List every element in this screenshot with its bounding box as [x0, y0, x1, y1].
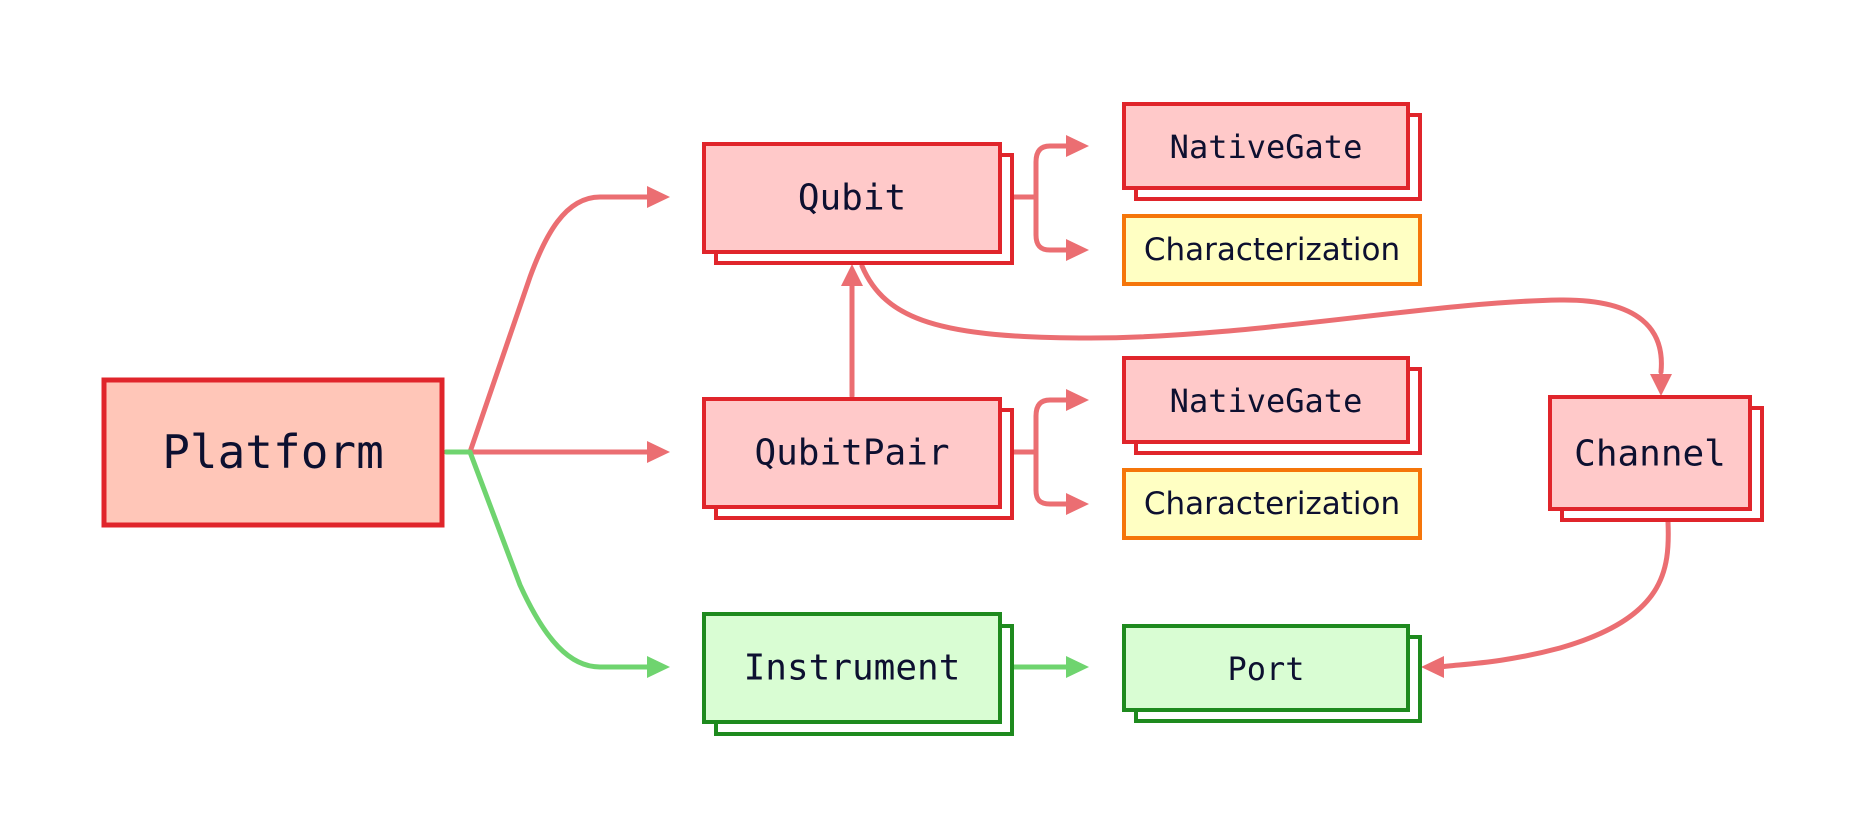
edge-channel-to-port [1437, 519, 1671, 670]
qubit-label: Qubit [798, 178, 906, 219]
node-pair-characterization: Characterization [1122, 468, 1422, 540]
edge-platform-to-instrument [443, 449, 653, 670]
arrowhead-qubitpair [647, 441, 670, 463]
pair-native-gate-label: NativeGate [1170, 382, 1363, 420]
node-platform: Platform [101, 377, 445, 528]
arrowhead-port-from-channel [1421, 656, 1444, 678]
node-pair-native-gate: NativeGate [1122, 356, 1422, 455]
node-instrument: Instrument [702, 612, 1014, 736]
arrowhead-port-from-instrument [1066, 656, 1089, 678]
node-qubit-characterization: Characterization [1122, 214, 1422, 286]
arrowhead-pair-characterization [1066, 493, 1089, 515]
arrowhead-qubit-characterization [1066, 239, 1089, 261]
edge-platform-to-qubit [467, 194, 653, 455]
arrowhead-instrument [647, 656, 670, 678]
node-qubit-pair: QubitPair [702, 397, 1014, 520]
arrowhead-pair-nativegate [1066, 389, 1089, 411]
arrowhead-qubit-nativegate [1066, 135, 1089, 157]
edge-qubit-bracket [1009, 143, 1071, 253]
edge-qubitpair-bracket [1009, 397, 1071, 507]
node-channel: Channel [1548, 395, 1764, 522]
connectors [443, 135, 1672, 678]
qubit-characterization-label: Characterization [1144, 232, 1400, 268]
arrowhead-qubit-up [841, 264, 863, 286]
node-qubit-native-gate: NativeGate [1122, 102, 1422, 201]
instrument-label: Instrument [744, 648, 961, 689]
platform-label: Platform [162, 425, 384, 479]
node-qubit: Qubit [702, 142, 1014, 265]
edge-qubit-to-channel [859, 263, 1664, 375]
qubit-native-gate-label: NativeGate [1170, 128, 1363, 166]
arrowhead-qubit [647, 186, 670, 208]
node-port: Port [1122, 624, 1422, 723]
pair-characterization-label: Characterization [1144, 486, 1400, 522]
arrowhead-channel [1650, 374, 1672, 396]
port-label: Port [1227, 650, 1304, 688]
qubit-pair-label: QubitPair [754, 433, 949, 474]
channel-label: Channel [1574, 434, 1726, 475]
